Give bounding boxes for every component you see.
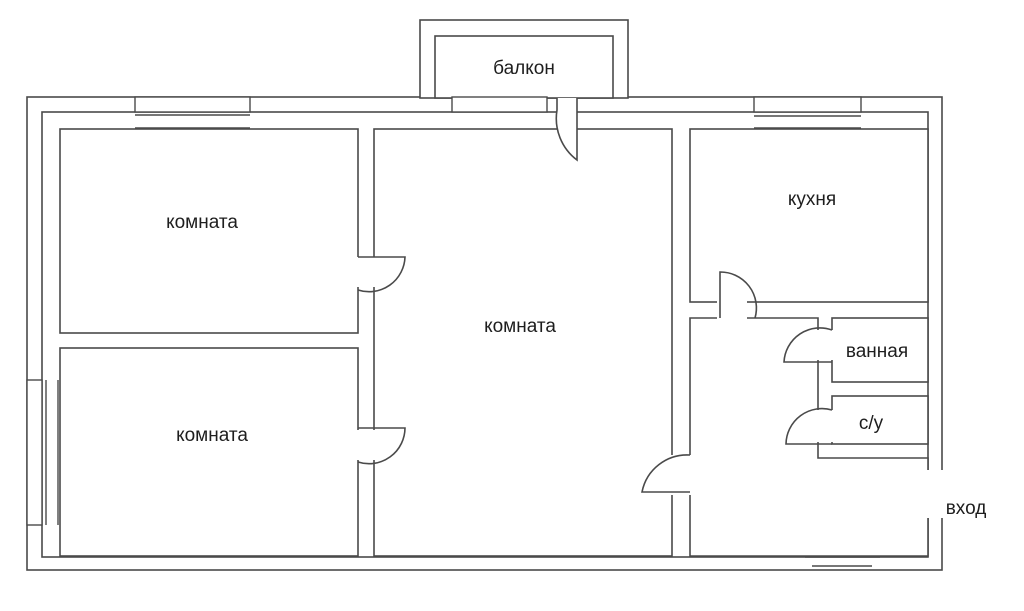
kitchen (689, 128, 929, 303)
room-center (373, 128, 673, 557)
kitchen-label: кухня (788, 189, 836, 210)
windows (26, 96, 880, 567)
bathroom (831, 317, 929, 383)
toilet-label: с/у (859, 413, 884, 434)
balcony (419, 19, 629, 113)
room-top-left-label: комната (166, 212, 238, 233)
doors (356, 98, 944, 518)
hallway (689, 317, 929, 557)
balcony-label: балкон (493, 58, 555, 79)
room-bottom-left (59, 347, 359, 557)
bathroom-label: ванная (846, 341, 908, 362)
room-center-label: комната (484, 316, 556, 337)
entrance-label: вход (946, 498, 987, 519)
room-top-left (59, 128, 359, 334)
toilet (831, 395, 929, 445)
room-bottom-left-label: комната (176, 425, 248, 446)
